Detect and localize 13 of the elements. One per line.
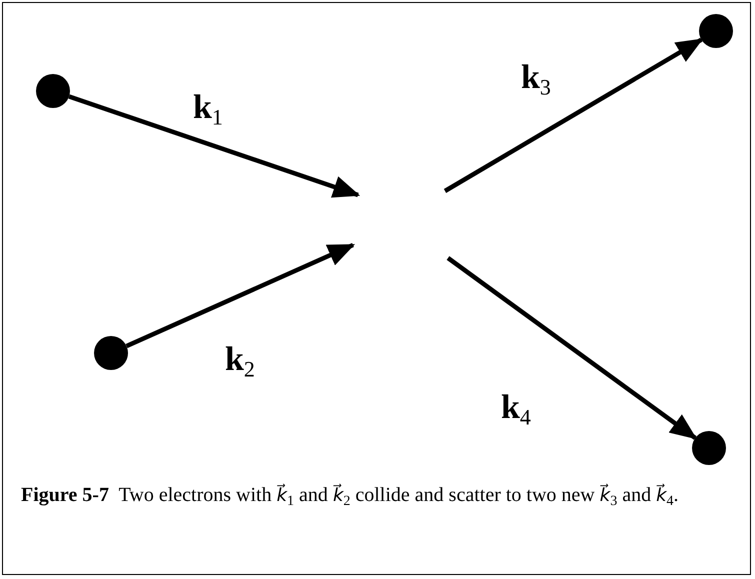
particle-dot bbox=[94, 336, 128, 370]
arrow bbox=[68, 94, 360, 198]
particle-dot bbox=[692, 431, 726, 465]
particle-dot bbox=[699, 14, 733, 48]
arrow bbox=[446, 256, 698, 440]
figure-caption: Figure 5-7 Two electrons with k⃗$_{1}$ and k⃗$_{2}$ collide and scatter to two new k⃗$_{3}$ and k⃗$_{4}$. bbox=[21, 482, 680, 512]
edge-label: k$_{4}$ bbox=[501, 391, 531, 429]
arrow bbox=[444, 38, 704, 193]
edge-label: k$_{1}$ bbox=[193, 91, 223, 129]
arrow bbox=[126, 242, 356, 348]
edge-label: k$_{2}$ bbox=[225, 343, 255, 381]
edge-label: k$_{3}$ bbox=[521, 61, 551, 99]
particle-dot bbox=[36, 74, 70, 108]
